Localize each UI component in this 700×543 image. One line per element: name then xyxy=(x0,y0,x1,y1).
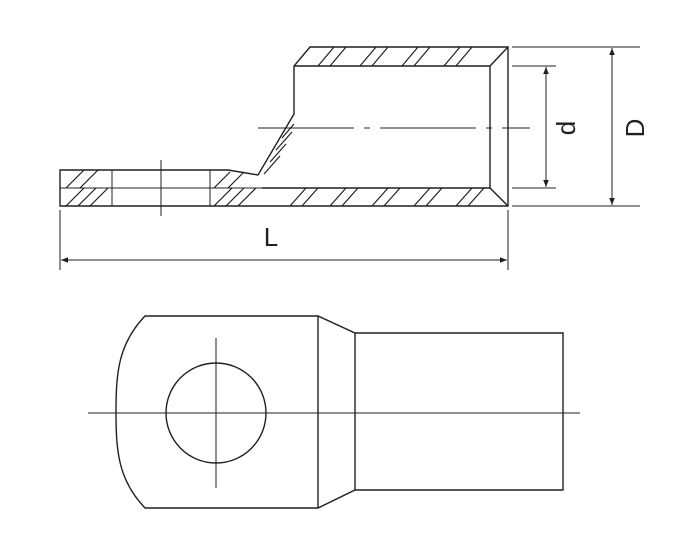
dimension-D: D xyxy=(512,46,650,207)
plan-view xyxy=(88,315,580,509)
bore-chamfer-top xyxy=(489,46,509,67)
dimension-L: L xyxy=(59,210,509,270)
side-inner-contour xyxy=(262,65,491,189)
label-L: L xyxy=(264,222,278,252)
hatch-barrel-top xyxy=(317,46,473,67)
bore-chamfer-bottom xyxy=(489,187,509,207)
hatch-palm-right xyxy=(213,171,257,207)
side-view xyxy=(59,46,530,216)
label-D: D xyxy=(620,119,650,138)
dimension-d: d xyxy=(512,65,581,189)
hatch-transition xyxy=(263,123,295,175)
side-outer-contour xyxy=(59,46,509,207)
hatch-barrel-bottom xyxy=(289,187,485,207)
hatch-palm-left xyxy=(65,169,109,207)
label-d: d xyxy=(551,121,581,135)
plan-outer-contour xyxy=(115,315,564,509)
